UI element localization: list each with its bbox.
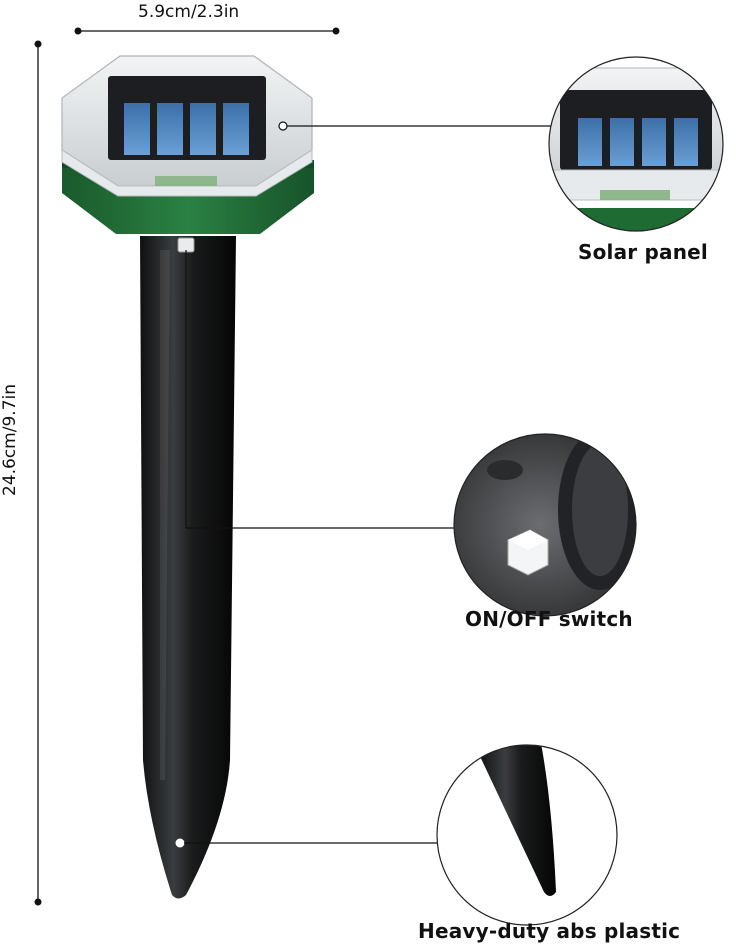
solar-panel-detail-circle <box>548 56 724 232</box>
tip-detail-circle <box>436 744 618 926</box>
height-dimension-line <box>34 40 42 906</box>
width-dimension-line <box>74 27 340 35</box>
material-callout: Heavy-duty abs plastic <box>418 919 681 943</box>
switch-nub <box>177 237 195 253</box>
solar-panel <box>108 76 266 160</box>
leader-lines <box>175 121 552 848</box>
height-dimension-label: 24.6cm/9.7in <box>0 383 20 497</box>
stake-body <box>140 236 236 899</box>
switch-callout: ON/OFF switch <box>465 607 633 631</box>
solar-panel-callout: Solar panel <box>578 240 708 264</box>
width-dimension-label: 5.9cm/2.3in <box>138 2 240 22</box>
switch-detail-circle <box>453 433 637 617</box>
